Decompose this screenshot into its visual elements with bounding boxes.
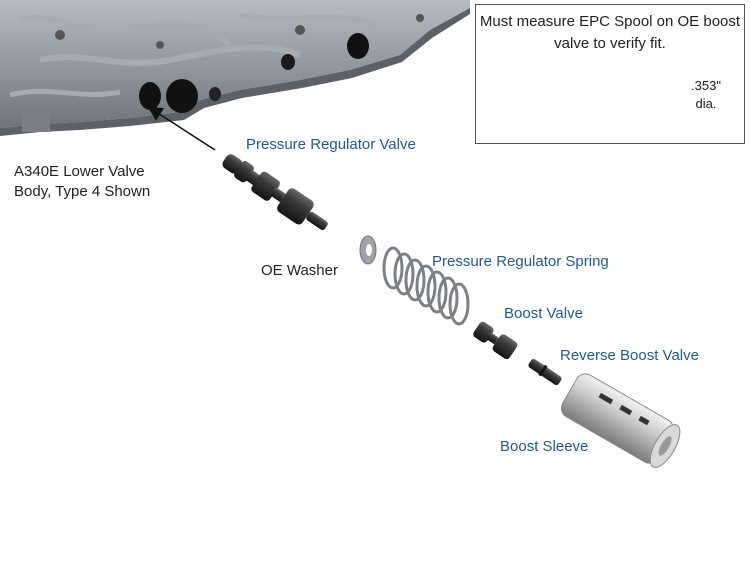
pressure-regulator-valve-part (222, 154, 328, 231)
valve-body-label: A340E Lower Valve Body, Type 4 Shown (14, 163, 151, 200)
pressure-regulator-spring-label: Pressure Regulator Spring (432, 253, 609, 270)
boost-valve-part (473, 321, 518, 360)
inset-panel: Must measure EPC Spool on OE boost valve… (475, 4, 745, 144)
dimension-unit: dia. (695, 96, 717, 111)
boost-sleeve-label: Boost Sleeve (500, 438, 589, 455)
inset-note: Must measure EPC Spool on OE boost valve… (479, 13, 741, 52)
oe-washer-label: OE Washer (261, 262, 338, 279)
reverse-boost-valve-part (528, 358, 562, 386)
reverse-boost-valve-label: Reverse Boost Valve (560, 347, 699, 364)
pressure-regulator-valve-label: Pressure Regulator Valve (246, 136, 416, 153)
insertion-arrow (147, 106, 216, 151)
valve-body-casting (0, 0, 470, 136)
boost-sleeve-part (560, 373, 681, 468)
dimension-value: .353" (691, 78, 721, 93)
pressure-regulator-spring-part (382, 246, 470, 326)
oe-washer-part (359, 235, 377, 265)
boost-valve-label: Boost Valve (504, 305, 583, 322)
